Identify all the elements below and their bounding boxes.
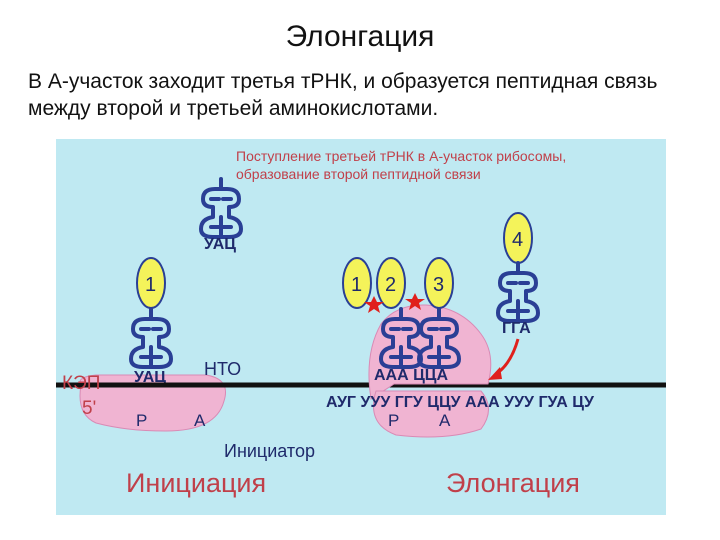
slide-text: В А-участок заходит третья тРНК, и образ… bbox=[28, 70, 658, 120]
site-a-elongation: А bbox=[439, 411, 451, 430]
five-prime-label: 5' bbox=[82, 398, 96, 419]
cap-label: КЭП bbox=[62, 373, 100, 394]
ribosome-initiation bbox=[79, 374, 226, 432]
slide-title: Элонгация bbox=[285, 20, 435, 53]
amino-acid-1-elongation bbox=[342, 257, 372, 309]
elongation-diagram: Поступление третьей тРНК в А-участок риб… bbox=[56, 148, 666, 498]
peptide-bond-star-2 bbox=[405, 293, 425, 310]
anticodons-elongation: ААА ЦЦА bbox=[374, 367, 448, 384]
site-p-elongation: Р bbox=[388, 411, 399, 430]
nto-label: НТО bbox=[204, 359, 241, 379]
trna-initiation bbox=[129, 307, 173, 369]
peptide-bond-star-1 bbox=[364, 296, 384, 313]
site-p-initiation: Р bbox=[136, 411, 147, 430]
figure: Поступление третьей тРНК в А-участок риб… bbox=[56, 139, 666, 515]
amino-acid-2-label: 2 bbox=[385, 274, 396, 296]
initiator-label: Инициатор bbox=[224, 441, 315, 461]
amino-acid-4-label: 4 bbox=[512, 229, 523, 251]
amino-acid-1-initiation-label: 1 bbox=[145, 274, 156, 296]
caption-line-1: Поступление третьей тРНК в А-участок риб… bbox=[236, 148, 566, 164]
stage-elongation-label: Элонгация bbox=[446, 468, 580, 498]
free-trna bbox=[199, 177, 243, 239]
amino-acid-3-label: 3 bbox=[433, 274, 444, 296]
amino-acid-2 bbox=[376, 257, 406, 309]
caption-line-2: образование второй пептидной связи bbox=[236, 166, 481, 182]
mrna-sequence: АУГ УУУ ГГУ ЦЦУ ААА УУУ ГУА ЦУ bbox=[326, 394, 595, 411]
stage-initiation-label: Инициация bbox=[126, 468, 266, 498]
trna-incoming bbox=[496, 261, 540, 323]
entry-arrow bbox=[488, 338, 520, 380]
anticodon-incoming: ГГА bbox=[502, 320, 531, 337]
site-a-initiation: А bbox=[194, 411, 206, 430]
anticodon-free: УАЦ bbox=[204, 236, 236, 253]
anticodon-initiation: УАЦ bbox=[134, 369, 166, 386]
amino-acid-1-elongation-label: 1 bbox=[351, 274, 362, 296]
